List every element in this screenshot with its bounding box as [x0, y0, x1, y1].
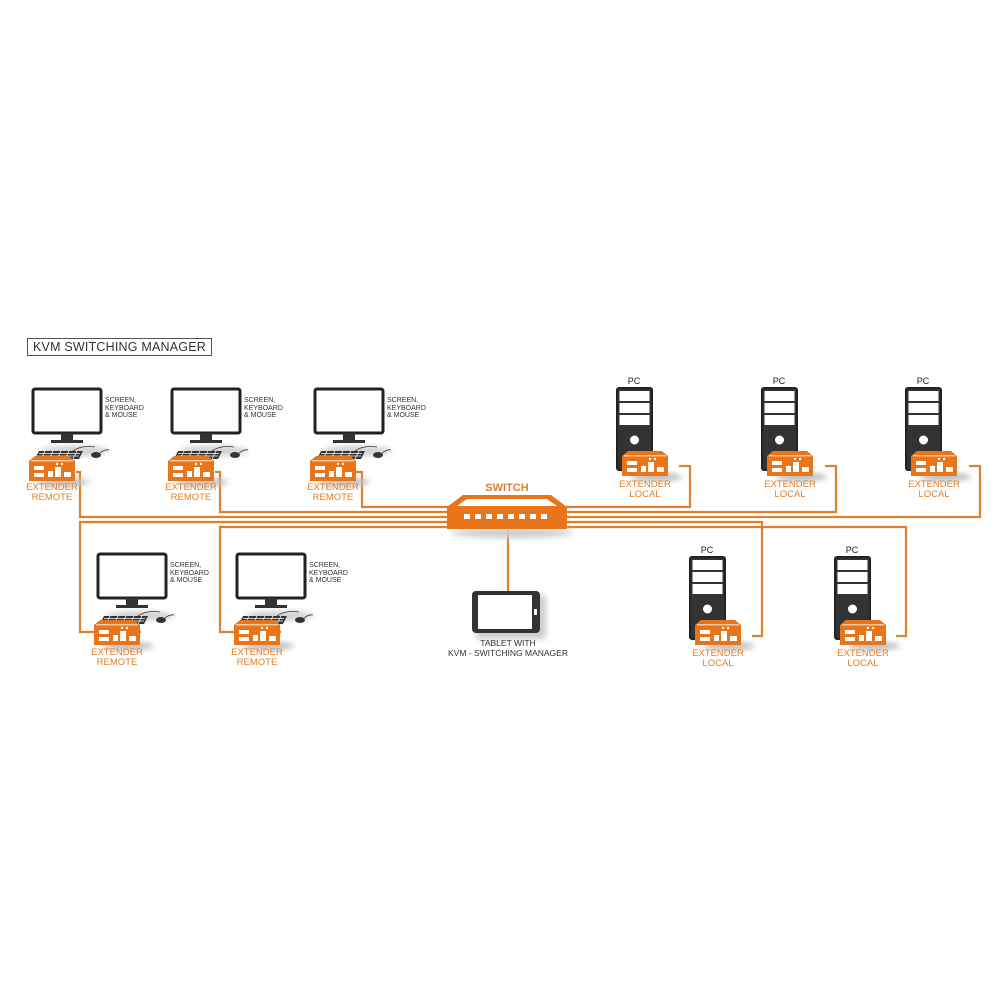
ext-line: EXTENDER	[908, 479, 960, 490]
local-5-extender-label: EXTENDER LOCAL	[823, 649, 903, 669]
ext-line: LOCAL	[702, 658, 734, 669]
skm-line: SCREEN,	[170, 562, 202, 569]
ext-line: REMOTE	[31, 492, 73, 503]
ext-line: LOCAL	[774, 489, 806, 500]
ext-line: EXTENDER	[231, 647, 283, 658]
skm-line: SCREEN,	[309, 562, 341, 569]
ext-line: LOCAL	[847, 658, 879, 669]
remote-1-device-label: SCREEN, KEYBOARD & MOUSE	[105, 397, 144, 420]
switch-label: SWITCH	[485, 482, 529, 494]
skm-line: KEYBOARD	[170, 569, 209, 577]
skm-line: KEYBOARD	[105, 404, 144, 412]
tablet-label: TABLET WITH KVM - SWITCHING MANAGER	[418, 638, 598, 658]
diagram-title: KVM SWITCHING MANAGER	[27, 338, 212, 356]
local-pc-3	[905, 387, 971, 481]
local-4-extender-label: EXTENDER LOCAL	[678, 649, 758, 669]
remote-2-device-label: SCREEN, KEYBOARD & MOUSE	[244, 397, 283, 420]
skm-line: & MOUSE	[387, 412, 420, 419]
local-2-extender-label: EXTENDER LOCAL	[750, 480, 830, 500]
local-1-pc-label: PC	[627, 376, 641, 386]
local-pc-1	[616, 387, 682, 481]
network-switch	[447, 495, 572, 538]
tablet-label-line1: TABLET WITH	[480, 638, 536, 648]
remote-3-device-label: SCREEN, KEYBOARD & MOUSE	[387, 397, 426, 420]
skm-line: & MOUSE	[244, 412, 277, 419]
local-3-pc-label: PC	[916, 376, 930, 386]
skm-line: & MOUSE	[105, 412, 138, 419]
skm-line: KEYBOARD	[387, 404, 426, 412]
local-3-extender-label: EXTENDER LOCAL	[894, 480, 974, 500]
ext-line: EXTENDER	[764, 479, 816, 490]
tablet-device	[472, 591, 546, 639]
ext-line: EXTENDER	[307, 482, 359, 493]
ext-line: REMOTE	[236, 657, 278, 668]
local-pc-5	[834, 556, 900, 650]
ext-line: EXTENDER	[619, 479, 671, 490]
tablet-label-line2: KVM - SWITCHING MANAGER	[448, 648, 568, 658]
skm-line: & MOUSE	[309, 577, 342, 584]
ext-line: EXTENDER	[26, 482, 78, 493]
remote-4-device-label: SCREEN, KEYBOARD & MOUSE	[170, 562, 209, 585]
skm-line: & MOUSE	[170, 577, 203, 584]
skm-line: KEYBOARD	[309, 569, 348, 577]
remote-5-extender-label: EXTENDER REMOTE	[217, 648, 297, 668]
remote-workstation-3	[310, 389, 391, 486]
ext-line: LOCAL	[629, 489, 661, 500]
remote-3-extender-label: EXTENDER REMOTE	[293, 483, 373, 503]
ext-line: EXTENDER	[837, 648, 889, 659]
local-1-extender-label: EXTENDER LOCAL	[605, 480, 685, 500]
ext-line: REMOTE	[170, 492, 212, 503]
ext-line: LOCAL	[918, 489, 950, 500]
skm-line: SCREEN,	[387, 397, 419, 404]
local-5-pc-label: PC	[845, 545, 859, 555]
remote-workstation-2	[168, 389, 248, 486]
ext-line: EXTENDER	[165, 482, 217, 493]
skm-line: SCREEN,	[244, 397, 276, 404]
local-pc-2	[761, 387, 827, 481]
remote-workstation-1	[29, 389, 109, 486]
remote-5-device-label: SCREEN, KEYBOARD & MOUSE	[309, 562, 348, 585]
local-2-pc-label: PC	[772, 376, 786, 386]
ext-line: EXTENDER	[91, 647, 143, 658]
skm-line: SCREEN,	[105, 397, 137, 404]
ext-line: REMOTE	[96, 657, 138, 668]
remote-workstation-5	[234, 554, 313, 650]
ext-line: EXTENDER	[692, 648, 744, 659]
remote-4-extender-label: EXTENDER REMOTE	[77, 648, 157, 668]
remote-2-extender-label: EXTENDER REMOTE	[151, 483, 231, 503]
skm-line: KEYBOARD	[244, 404, 283, 412]
remote-workstation-4	[94, 554, 174, 650]
local-pc-4	[689, 556, 755, 650]
ext-line: REMOTE	[312, 492, 354, 503]
local-4-pc-label: PC	[700, 545, 714, 555]
remote-1-extender-label: EXTENDER REMOTE	[12, 483, 92, 503]
